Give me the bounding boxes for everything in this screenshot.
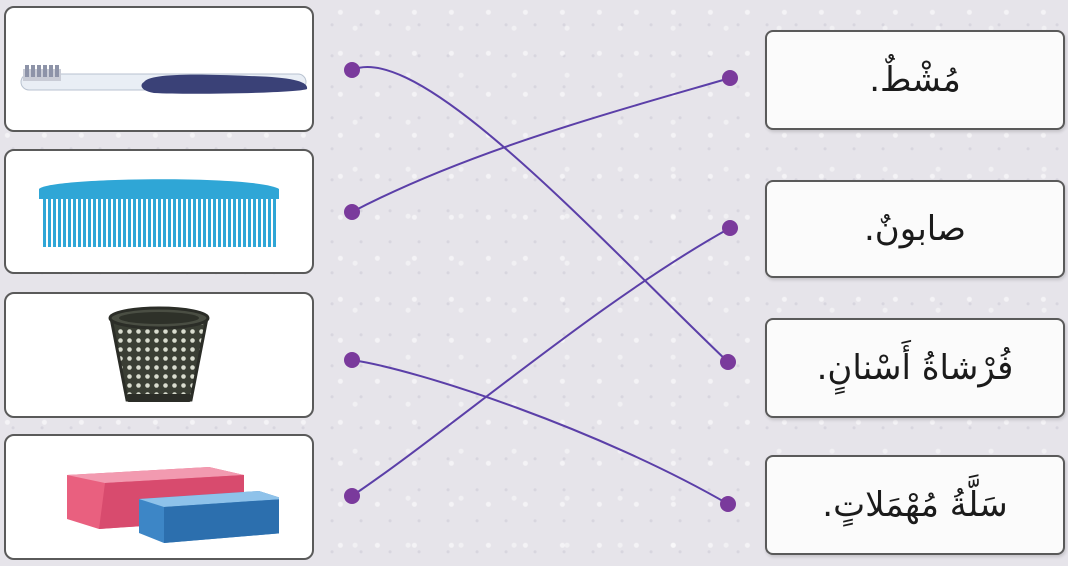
left-dot-3[interactable] — [344, 352, 360, 368]
right-dot-2[interactable] — [722, 220, 738, 236]
connection-line-comb — [351, 77, 731, 213]
word-box-4: سَلَّةُ مُهْمَلاتٍ. — [765, 455, 1065, 555]
toothbrush-icon — [20, 65, 308, 94]
connection-line-toothbrush — [351, 66, 729, 363]
right-dot-1[interactable] — [722, 70, 738, 86]
word-label-3: فُرْشاةُ أَسْنانٍ. — [816, 348, 1014, 388]
connection-line-soap — [351, 227, 731, 497]
right-dot-4[interactable] — [720, 496, 736, 512]
word-label-2: صابونٌ. — [863, 209, 967, 249]
left-dot-4[interactable] — [344, 488, 360, 504]
picture-box-soap — [4, 434, 314, 560]
picture-box-toothbrush — [4, 6, 314, 132]
word-box-2: صابونٌ. — [765, 180, 1065, 278]
left-dot-2[interactable] — [344, 204, 360, 220]
word-label-4: سَلَّةُ مُهْمَلاتٍ. — [822, 485, 1008, 525]
soap-icon — [67, 467, 279, 543]
connection-line-basket — [351, 359, 729, 505]
wastebasket-icon — [108, 306, 210, 402]
picture-box-comb — [4, 149, 314, 274]
left-dot-1[interactable] — [344, 62, 360, 78]
picture-box-wastebasket — [4, 292, 314, 418]
word-box-1: مُشْطٌ. — [765, 30, 1065, 130]
right-dot-3[interactable] — [720, 354, 736, 370]
word-label-1: مُشْطٌ. — [869, 60, 961, 100]
comb-icon — [39, 178, 279, 247]
word-box-3: فُرْشاةُ أَسْنانٍ. — [765, 318, 1065, 418]
